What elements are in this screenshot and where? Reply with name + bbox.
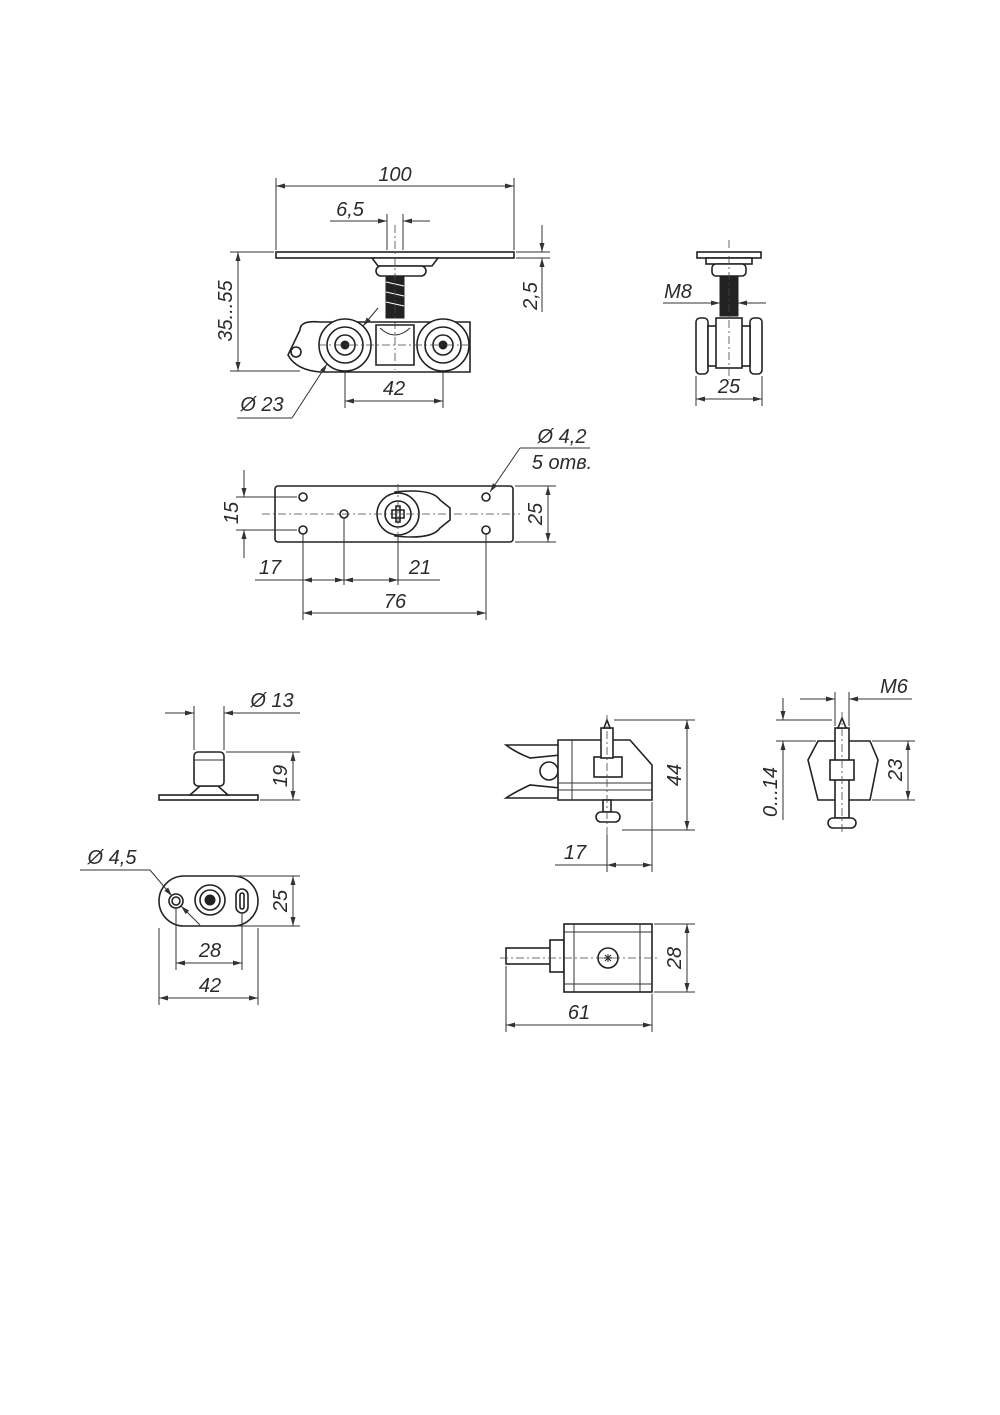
dim-end-height: 23 bbox=[885, 759, 907, 782]
carriage-plate-top-view: Ø 4,2 5 отв. 15 25 17 21 76 bbox=[221, 426, 592, 620]
dim-guide-height: 19 bbox=[270, 765, 292, 787]
adjust-nut bbox=[375, 265, 427, 277]
dim-hole-note-1: Ø 4,2 bbox=[537, 426, 587, 448]
carriage-front-view: 100 6,5 35...55 2,5 Ø 23 42 bbox=[215, 164, 550, 419]
dim-hole-diameter: Ø 4,5 bbox=[87, 847, 138, 869]
guide-top-view: Ø 4,5 25 28 42 bbox=[80, 847, 300, 1005]
dim-side-width: 25 bbox=[717, 376, 741, 398]
stopper-top-view: 28 61 bbox=[500, 923, 695, 1032]
dim-thread-m8: M8 bbox=[664, 281, 692, 303]
guide-side-view: Ø 13 19 bbox=[158, 690, 300, 801]
dim-offset-17: 17 bbox=[259, 557, 282, 579]
dim-width-top: 100 bbox=[378, 164, 411, 186]
dim-spacing-28: 28 bbox=[198, 940, 221, 962]
stopper-end-view: M6 0...14 23 bbox=[760, 676, 915, 835]
dim-wheel-spacing: 42 bbox=[383, 378, 405, 400]
dim-thread-m6: M6 bbox=[880, 676, 909, 698]
dim-length-76: 76 bbox=[384, 591, 407, 613]
side-wheel-left bbox=[695, 317, 709, 375]
dim-offset: 6,5 bbox=[336, 199, 365, 221]
dim-top-length: 61 bbox=[568, 1002, 590, 1024]
dim-stopper-height: 44 bbox=[664, 764, 686, 786]
dim-wheel-diameter: Ø 23 bbox=[239, 394, 283, 416]
dim-plate-height: 25 bbox=[525, 502, 547, 526]
side-wheel-right bbox=[749, 317, 763, 375]
dim-offset-21: 21 bbox=[408, 557, 431, 579]
guide-roller bbox=[193, 751, 225, 787]
dim-guide-plate-height: 25 bbox=[270, 889, 292, 913]
dim-plate-thickness: 2,5 bbox=[520, 281, 542, 311]
dim-roller-diameter: Ø 13 bbox=[249, 690, 293, 712]
dim-adjust-range: 0...14 bbox=[760, 767, 782, 817]
stopper-screw-head bbox=[595, 811, 621, 823]
dim-stopper-offset: 17 bbox=[564, 842, 587, 864]
carriage-side-view: M8 25 bbox=[663, 240, 766, 406]
dim-hole-note-2: 5 отв. bbox=[532, 452, 592, 474]
dim-length-42: 42 bbox=[199, 975, 221, 997]
dim-height-range: 35...55 bbox=[215, 280, 237, 342]
stopper-side-view: 44 17 bbox=[503, 715, 695, 872]
dim-hole-spacing: 15 bbox=[221, 501, 243, 524]
dim-top-height: 28 bbox=[664, 947, 686, 970]
